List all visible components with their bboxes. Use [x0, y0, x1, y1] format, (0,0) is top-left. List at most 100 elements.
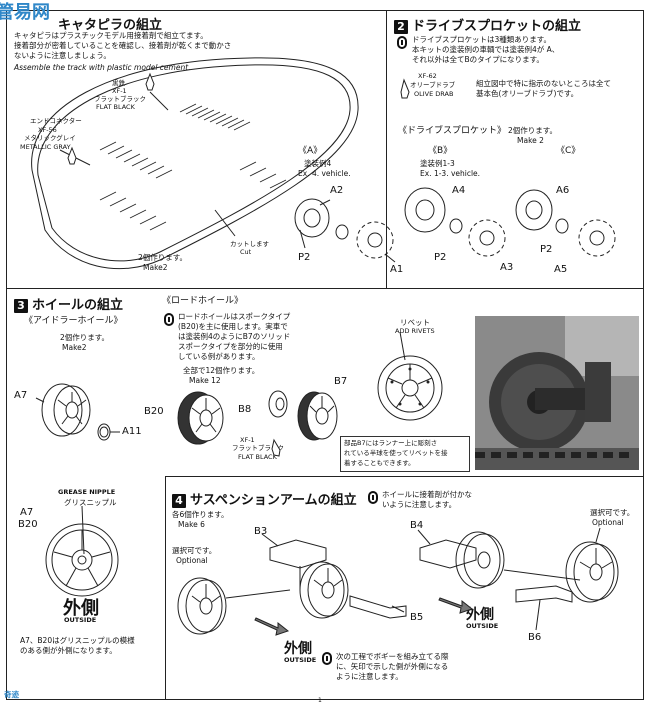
bottom-watermark: 奇迹: [4, 690, 19, 699]
road-note-2: (B20)を主に使用します。実車で: [178, 322, 288, 331]
step1-text-line-1: キャタピラはプラスチックモデル用接着剤で組立てます。: [14, 31, 208, 40]
step4-number: 4: [172, 494, 186, 508]
olive-drab-name-en: OLIVE DRAB: [414, 90, 454, 98]
step4-warning-icon: [368, 491, 378, 504]
road-note-5: している例があります。: [178, 352, 260, 361]
step3-title-text: ホイールの組立: [32, 298, 124, 313]
step4-outside-left-en: OUTSIDE: [284, 656, 317, 664]
part-a1: A1: [390, 264, 404, 275]
road-make-jp: 全部で12個作ります。: [183, 366, 260, 375]
paint-black-jp: 黒鉄: [112, 79, 125, 87]
paint-black-code: XF-1: [112, 87, 127, 95]
part-b3: B3: [254, 526, 268, 537]
paint-gray-code: XF-56: [38, 126, 57, 134]
idler-make-jp: 2個作ります。: [60, 333, 110, 342]
step4-outside-right-en: OUTSIDE: [466, 622, 499, 630]
part-a4: A4: [452, 185, 466, 196]
road-warning-icon: [164, 313, 174, 326]
variant-c-name: 《C》: [556, 146, 581, 156]
paint-black-name-jp: フラットブラック: [94, 95, 146, 103]
step4-warn-2: いように注意します。: [382, 500, 457, 509]
step4-warn-1: ホイールに接着剤が付かな: [382, 490, 472, 499]
grease-label-jp: グリスニップル: [64, 498, 117, 507]
paint-note-1: 組立図中で特に指示のないところは全て: [476, 79, 611, 88]
warning-icon: [397, 36, 407, 49]
sprocket-subtitle: 《ドライブスプロケット》: [398, 126, 507, 136]
optional-left-en: Optional: [176, 556, 208, 565]
grease-part-b20: B20: [18, 519, 38, 530]
step1-make-jp: 2個作ります。: [138, 253, 188, 262]
part-a7: A7: [14, 390, 28, 401]
step4-bottom-note-1: 次の工程でボギーを組み立てる際: [336, 652, 449, 661]
grease-note-1: A7、B20はグリスニップルの模様: [20, 636, 135, 645]
road-wheel-title: 《ロードホイール》: [162, 296, 244, 306]
part-b20: B20: [144, 406, 164, 417]
cut-label-en: Cut: [240, 248, 252, 256]
paint-gray-name-jp: メタリックグレイ: [24, 134, 76, 142]
step4-make-jp: 各6個作ります。: [172, 510, 229, 519]
part-b5: B5: [410, 612, 424, 623]
paint-note-2: 基本色(オリーブドラブ)です。: [476, 89, 579, 98]
variant-b-jp: 塗装例1-3: [420, 159, 455, 168]
road-note-3: は塗装例4のようにB7のソリッド: [178, 332, 291, 341]
grease-note-2: のある側が外側になります。: [20, 646, 117, 655]
divider-vertical-2: [165, 476, 166, 700]
rivet-jp: リベット: [400, 318, 430, 327]
part-a3: A3: [500, 262, 514, 273]
part-p2-a: P2: [298, 252, 311, 263]
rivet-note-3: 着することもできます。: [344, 459, 415, 467]
page-frame: [6, 10, 644, 700]
part-p2-c: P2: [540, 244, 553, 255]
step3-number: 3: [14, 299, 28, 313]
road-note-1: ロードホイールはスポークタイプ: [178, 312, 291, 321]
step2-note-3: それ以外は全てBのタイプになります。: [412, 55, 544, 64]
step3-title: 3 ホイールの組立: [14, 294, 123, 313]
page-number: 1: [318, 697, 322, 704]
step2-make-en: Make 2: [517, 136, 544, 145]
step4-outside-left-jp: 外側: [284, 641, 312, 657]
step2-title: 2 ドライブスプロケットの組立: [394, 15, 581, 34]
step1-title: キャタピラの組立: [58, 18, 163, 33]
divider-horizontal-1: [6, 288, 644, 289]
cut-label-jp: カットします: [230, 240, 269, 248]
step4-bottom-note-3: ように注意します。: [336, 672, 403, 681]
olive-drab-name-jp: オリーブドラブ: [410, 81, 456, 89]
step2-note-2: 本キットの塗装例の車輌では塗装例4が A、: [412, 45, 560, 54]
rivet-note-1: 部品B7にはランナー上に彫刻さ: [344, 439, 438, 447]
divider-vertical-1: [386, 10, 387, 288]
road-paint-name-jp: フラットブラック: [232, 444, 284, 452]
road-paint-name-en: FLAT BLACK: [238, 453, 277, 461]
step1-text-line-3: ないように注意しましょう。: [14, 51, 111, 60]
paint-gray-name-en: METALLIC GRAY: [20, 143, 71, 151]
step1-make-en: Make2: [143, 263, 168, 272]
paint-black-name-en: FLAT BLACK: [96, 103, 135, 111]
watermark-logo: 管易网: [0, 2, 50, 23]
variant-b-en: Ex. 1-3. vehicle.: [420, 169, 481, 178]
grease-label-en: GREASE NIPPLE: [58, 488, 116, 496]
road-make-en: Make 12: [189, 376, 221, 385]
rivet-note-box: 部品B7にはランナー上に彫刻さ れている半球を使ってリベットを接 着することもで…: [340, 436, 470, 472]
step2-number: 2: [394, 20, 408, 34]
rivet-note-2: れている半球を使ってリベットを接: [344, 449, 448, 457]
variant-b-name: 《B》: [428, 146, 453, 156]
grease-outside-en: OUTSIDE: [64, 616, 97, 624]
step2-note-1: ドライブスプロケットは3種類あります。: [412, 35, 552, 44]
step1-text-line-2: 接着部分が密着していることを確認し、接着剤が乾くまで動かさ: [14, 41, 232, 50]
divider-horizontal-2: [165, 476, 644, 477]
part-a2: A2: [330, 185, 344, 196]
variant-a-en: Ex. 4. vehicle.: [298, 169, 351, 178]
end-connector-label: エンドコネクター: [30, 117, 82, 125]
part-b8: B8: [238, 404, 252, 415]
step4-make-en: Make 6: [178, 520, 205, 529]
grease-outside-jp: 外側: [63, 598, 99, 619]
step2-title-text: ドライブスプロケットの組立: [412, 19, 582, 34]
step4-bottom-warning-icon: [322, 652, 332, 665]
optional-right-en: Optional: [592, 518, 624, 527]
rivet-en: ADD RIVETS: [395, 327, 435, 335]
part-b4: B4: [410, 520, 424, 531]
